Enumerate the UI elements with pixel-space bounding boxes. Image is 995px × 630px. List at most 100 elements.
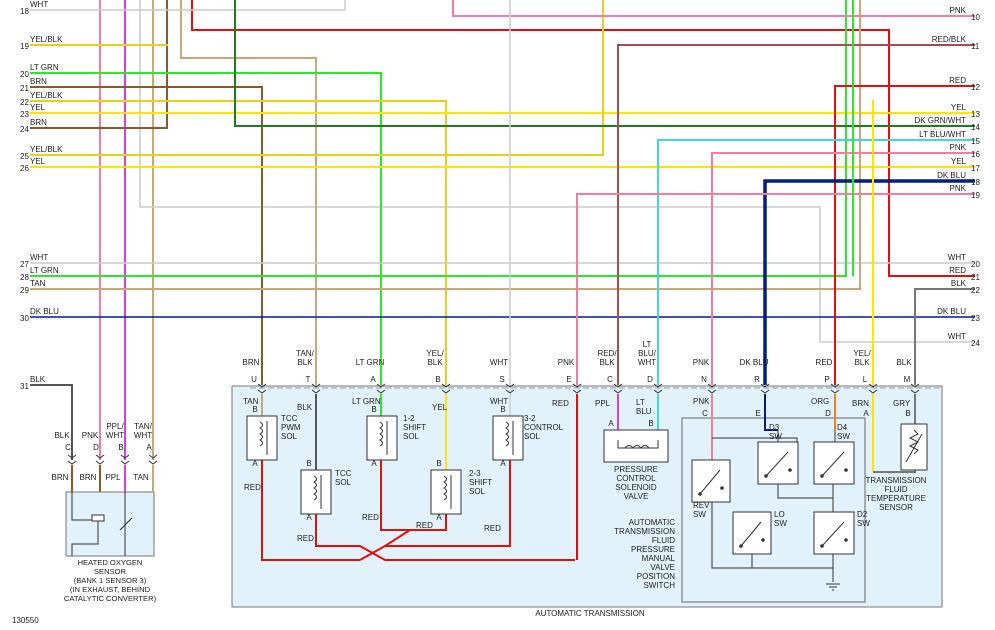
ho2s-top-wire-label: TAN/WHT (134, 422, 153, 440)
ho2s-caption-line: CATALYTIC CONVERTER) (64, 594, 157, 603)
int-wire-label: LT GRN (352, 397, 381, 406)
trans-connector-pin-line: P (824, 375, 829, 384)
right-wire-number-line: 18 (971, 178, 980, 187)
int-wire-label-line: RED (297, 534, 314, 543)
trans-connector-wire-label: RED (816, 358, 833, 367)
d4-switch-label-line: D4 (837, 423, 848, 432)
internal-pin-letter: B (648, 419, 653, 428)
ho2s-pin-mark (148, 460, 158, 465)
left-wire-number-line: 20 (20, 70, 29, 79)
int-red-pwm (261, 460, 360, 561)
right-wire-number-line: 10 (971, 13, 980, 22)
right-wire-label-line: BLK (951, 279, 967, 288)
trans-connector-pin-line: T (306, 375, 311, 384)
ho2s-top-wire-label-line: TAN/ (134, 422, 152, 431)
trans-connector-mark (653, 383, 663, 388)
right-wire-label: WHT (948, 332, 966, 341)
right-wire-label: BLK (951, 279, 967, 288)
pcs-valve-coil (617, 440, 659, 449)
right-wire-number: 22 (971, 286, 980, 295)
right-wire-label-line: WHT (948, 332, 966, 341)
shift-23-sol-label-line: 2-3 (469, 469, 481, 478)
tfpm-switch-label-line: SWITCH (643, 581, 675, 590)
right-wire-label: LT BLU/WHT (919, 130, 966, 139)
left-wire-number-line: 28 (20, 273, 29, 282)
internal-pin-letter: A (252, 459, 258, 468)
shift-23-solenoid-winding (443, 475, 447, 501)
internal-pin-letter: B (371, 405, 376, 414)
right-wire-label: YEL (951, 103, 967, 112)
wire-yelblk-25 (30, 0, 604, 156)
ho2s-caption-line: HEATED OXYGEN (78, 558, 143, 567)
left-wire-number-line: 26 (20, 164, 29, 173)
left-wire-label: DK BLU (30, 307, 59, 316)
left-wire-number-line: 21 (20, 84, 29, 93)
ho2s-bottom-wire-label-line: BRN (52, 473, 69, 482)
ho2s-bottom-wire-label-line: BRN (80, 473, 97, 482)
right-wire-label-line: DK GRN/WHT (914, 116, 966, 125)
trans-connector-pin-line: B (435, 375, 440, 384)
rev-switch-label-line: REV (693, 501, 710, 510)
wire-pnk-16 (711, 152, 975, 385)
pcs-label-line: PRESSURE (614, 465, 658, 474)
wire-redblk-11 (617, 44, 975, 385)
d2-switch-label-line: SW (857, 519, 870, 528)
right-wire-label-line: PNK (950, 6, 967, 15)
wire-brn-24 (30, 0, 168, 129)
trans-connector-mark (311, 389, 321, 394)
int-wire-label-line: TAN (243, 397, 259, 406)
heated-oxygen-sensor-box (65, 491, 155, 557)
left-wire-number: 19 (20, 42, 29, 51)
trans-connector-wire-label: BRN (243, 358, 260, 367)
trans-connector-wire-label-line: TAN/ (296, 349, 314, 358)
ho2s-heater-element (91, 514, 105, 522)
d3-switch-label-line: SW (769, 432, 782, 441)
int-wire-label-line: RED (416, 521, 433, 530)
tfpm-switch-label-line: MANUAL (642, 554, 676, 563)
right-wire-number: 15 (971, 137, 980, 146)
left-wire-number: 26 (20, 164, 29, 173)
trans-connector-wire-label: TAN/BLK (296, 349, 314, 367)
left-wire-number: 22 (20, 98, 29, 107)
right-wire-number-line: 17 (971, 164, 980, 173)
wire-red-21 (191, 0, 975, 277)
internal-pin-letter: B (252, 405, 257, 414)
int-wire-label: RED (484, 524, 501, 533)
left-wire-label-line: BRN (30, 77, 47, 86)
d2-switch-label-line: D2 (857, 510, 868, 519)
internal-pin-letter: E (755, 409, 760, 418)
right-wire-label-line: RED/BLK (932, 35, 967, 44)
trans-connector-pin: N (701, 375, 707, 384)
trans-connector-mark (441, 389, 451, 394)
int-wire-label: TAN (243, 397, 259, 406)
left-wire-label-line: YEL (30, 103, 46, 112)
int-wire-label-line: PPL (595, 399, 611, 408)
int-wire-label-line: BLU (636, 407, 652, 416)
ho2s-pin-mark (120, 454, 130, 459)
trans-connector-wire-label-line: BLK (427, 358, 443, 367)
wire-ltgrn-28 (30, 0, 847, 277)
int-wire-label: PPL (595, 399, 611, 408)
pcs-label-line: CONTROL (616, 474, 656, 483)
trans-connector-mark (257, 383, 267, 388)
wire-pnk-10 (452, 0, 975, 17)
left-wire-label: BLK (30, 375, 46, 384)
trans-connector-pin: U (251, 375, 257, 384)
right-wire-label: RED (949, 266, 966, 275)
trans-connector-wire-label-line: PNK (693, 358, 710, 367)
internal-pin-letter: D (825, 409, 831, 418)
internal-pin-letter: B (306, 459, 311, 468)
ho2s-pin-letter: A (146, 443, 152, 452)
lo-switch-label-line: SW (774, 519, 787, 528)
trans-connector-mark (376, 383, 386, 388)
right-wire-number: 11 (971, 42, 980, 51)
left-wire-label: LT GRN (30, 63, 59, 72)
trans-connector-mark (311, 383, 321, 388)
